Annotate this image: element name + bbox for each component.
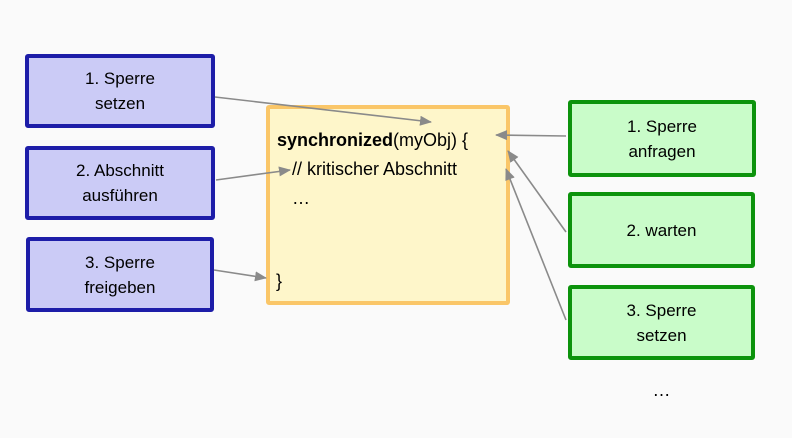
synchronized-arguments: (myObj) { bbox=[393, 130, 469, 150]
synchronized-keyword: synchronized bbox=[277, 130, 394, 150]
code-box: synchronized(myObj) { // kritischer Absc… bbox=[266, 105, 510, 305]
arrow-sperre-freigeben-to-code bbox=[213, 269, 267, 282]
right-box-1-line-2: anfragen bbox=[628, 141, 696, 161]
arrow-warten-to-code bbox=[507, 150, 567, 233]
right-box-2-line-1: 2. warten bbox=[626, 220, 697, 240]
code-line-comment: // kritischer Abschnitt bbox=[292, 159, 458, 179]
arrow-sperre-setzen-right-to-code bbox=[505, 168, 567, 321]
left-box-sperre-setzen: 1. Sperre setzen bbox=[25, 54, 215, 128]
left-box-1-line-2: setzen bbox=[94, 94, 146, 113]
left-box-abschnitt-ausfuehren: 2. Abschnitt ausführen bbox=[25, 146, 215, 220]
left-box-3-line-1: 3. Sperre bbox=[85, 252, 155, 272]
right-box-3-line-1: 3. Sperre bbox=[626, 300, 697, 320]
left-box-2-line-1: 2. Abschnitt bbox=[76, 161, 164, 180]
left-box-2-line-2: ausführen bbox=[82, 186, 158, 205]
code-line-synchronized: synchronized(myObj) { bbox=[270, 126, 506, 155]
right-box-3-line-2: setzen bbox=[636, 325, 687, 345]
right-box-sperre-setzen: 3. Sperre setzen bbox=[568, 285, 755, 360]
right-box-warten: 2. warten bbox=[568, 192, 755, 268]
right-box-sperre-anfragen: 1. Sperre anfragen bbox=[568, 100, 756, 177]
left-box-3-line-2: freigeben bbox=[84, 277, 156, 297]
code-line-ellipsis: … bbox=[292, 188, 310, 208]
left-box-sperre-freigeben: 3. Sperre freigeben bbox=[26, 237, 214, 312]
right-box-1-line-1: 1. Sperre bbox=[627, 116, 697, 136]
code-line-closing-brace: } bbox=[276, 271, 283, 291]
left-box-1-line-1: 1. Sperre bbox=[85, 69, 155, 88]
bottom-ellipsis: … bbox=[652, 380, 671, 400]
